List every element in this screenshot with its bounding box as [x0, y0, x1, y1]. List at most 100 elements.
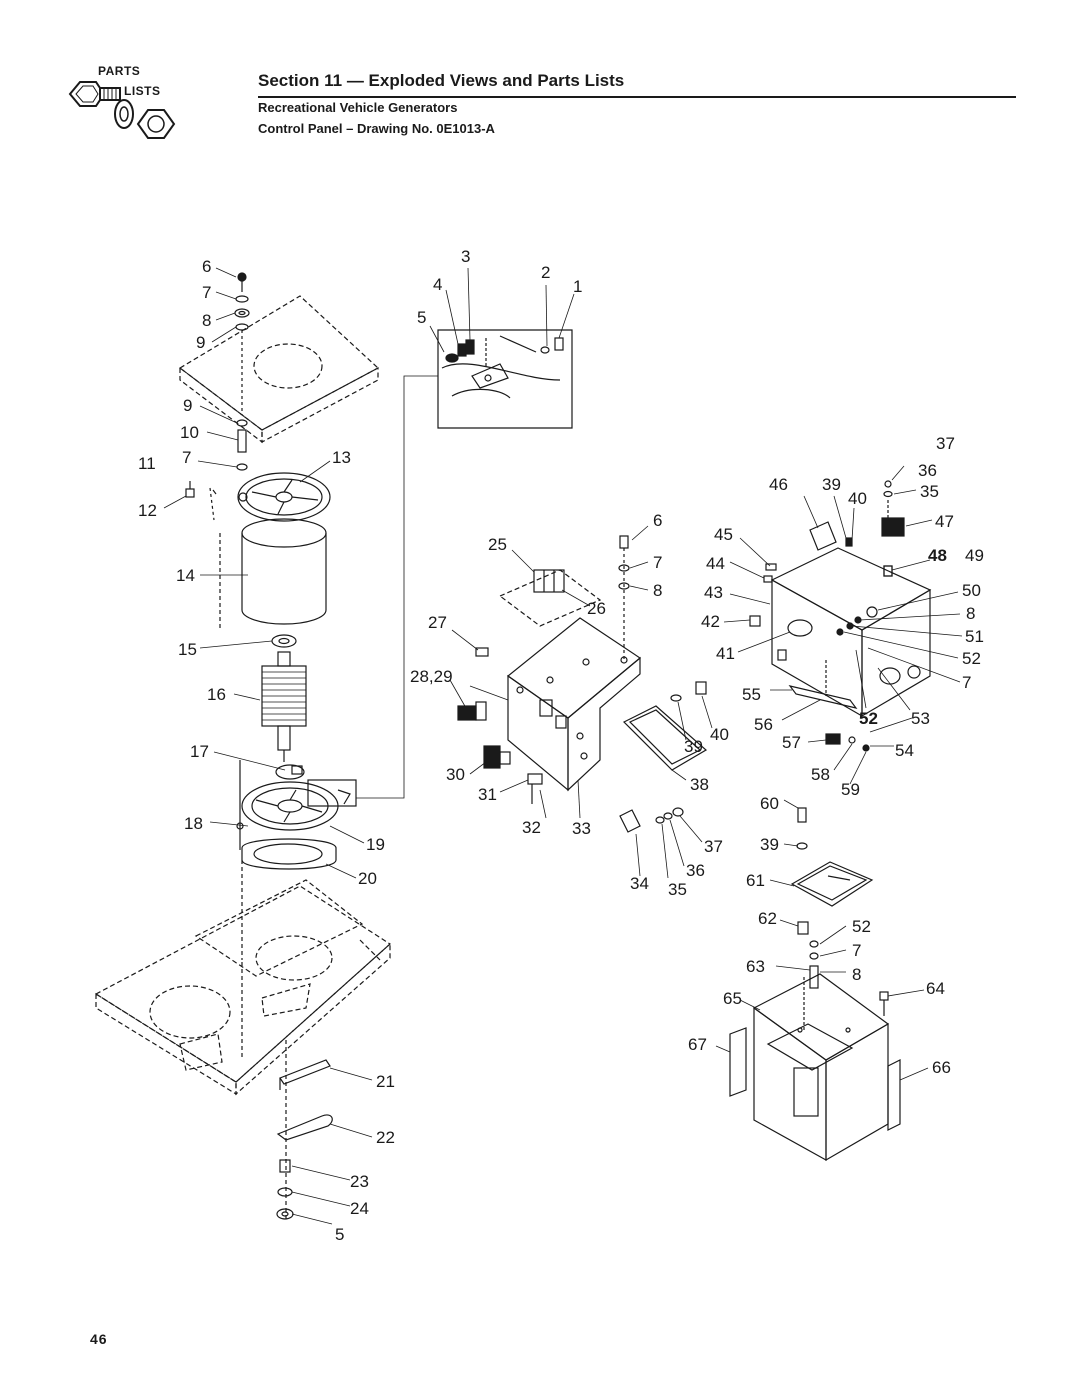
callout-5: 5	[335, 1225, 344, 1244]
callout-19: 19	[366, 835, 385, 854]
fuse-holder	[449, 679, 487, 721]
callout-16: 16	[207, 685, 226, 704]
callout-10: 10	[180, 423, 199, 442]
callout-49: 49	[965, 546, 984, 565]
callout-6: 6	[202, 257, 211, 276]
callout-14: 14	[176, 566, 195, 585]
callout-39: 39	[822, 475, 841, 494]
callout-7: 7	[182, 448, 191, 467]
end-bell-lower	[236, 760, 357, 850]
relay-46	[803, 495, 855, 551]
callout-62: 62	[758, 909, 777, 928]
callout-9: 9	[196, 333, 205, 352]
callout-48: 48	[928, 546, 947, 565]
callout-65: 65	[723, 989, 742, 1008]
callout-7: 7	[852, 941, 861, 960]
callout-36: 36	[918, 461, 937, 480]
title-rule	[258, 96, 1016, 98]
callout-22: 22	[376, 1128, 395, 1147]
subtitle-drawing: Control Panel – Drawing No. 0E1013-A	[258, 121, 495, 136]
top-plate	[178, 295, 380, 444]
panel-screw-stack	[618, 525, 649, 660]
callout-41: 41	[716, 644, 735, 663]
callout-39: 39	[684, 737, 703, 756]
callout-27: 27	[428, 613, 447, 632]
control-box	[770, 547, 932, 718]
callout-32: 32	[522, 818, 541, 837]
control-box-left-hardware	[723, 537, 813, 653]
fan	[275, 764, 305, 780]
voltage-regulator	[769, 799, 874, 907]
callout-37: 37	[704, 837, 723, 856]
callout-52: 52	[859, 709, 878, 728]
callout-38: 38	[690, 775, 709, 794]
callout-50: 50	[962, 581, 981, 600]
rotor	[261, 651, 307, 762]
callout-8: 8	[202, 311, 211, 330]
callout-44: 44	[706, 554, 725, 573]
end-bell-upper	[237, 472, 331, 522]
callout-18: 18	[184, 814, 203, 833]
brush-holder-inset	[429, 267, 575, 429]
page-number: 46	[90, 1331, 108, 1347]
control-box-right-hardware	[836, 559, 963, 711]
callout-52: 52	[962, 649, 981, 668]
inset-leader	[356, 375, 438, 799]
base-frame	[94, 879, 391, 1096]
callout-36: 36	[686, 861, 705, 880]
callout-57: 57	[782, 733, 801, 752]
callout-2: 2	[541, 263, 550, 282]
callout-9: 9	[183, 396, 192, 415]
circuit-board-cover	[622, 705, 708, 781]
callout-12: 12	[138, 501, 157, 520]
callout-25: 25	[488, 535, 507, 554]
panel-nut-40	[670, 681, 713, 741]
terminal-hardware-57	[807, 717, 913, 785]
callout-35: 35	[920, 482, 939, 501]
callout-55: 55	[742, 685, 761, 704]
page-header: PARTS LISTS Section 11 — Exploded Views …	[0, 0, 1080, 150]
callout-67: 67	[688, 1035, 707, 1054]
callout-58: 58	[811, 765, 830, 784]
callout-42: 42	[701, 612, 720, 631]
callout-40: 40	[848, 489, 867, 508]
callout-64: 64	[926, 979, 945, 998]
bracket-hardware	[185, 481, 217, 521]
callout-4: 4	[433, 275, 442, 294]
callout-numbers: 6 7 8 9 9 10 11 7 13 12 14 15 16 17 18 1…	[138, 247, 984, 1244]
callout-7: 7	[962, 673, 971, 692]
callout-30: 30	[446, 765, 465, 784]
callout-53: 53	[911, 709, 930, 728]
callout-52: 52	[852, 917, 871, 936]
bottom-hardware	[276, 1159, 294, 1220]
callout-35: 35	[668, 880, 687, 899]
subtitle-product: Recreational Vehicle Generators	[258, 100, 458, 115]
mounting-bolt-64	[879, 989, 925, 1016]
callout-8: 8	[852, 965, 861, 984]
callout-13: 13	[332, 448, 351, 467]
callout-8: 8	[966, 604, 975, 623]
control-panel-plate	[469, 569, 642, 792]
stator-housing	[219, 518, 327, 630]
relay-47	[881, 465, 933, 537]
section-title: Section 11 — Exploded Views and Parts Li…	[258, 71, 625, 90]
lower-bracket-22	[276, 1114, 333, 1141]
callout-40: 40	[710, 725, 729, 744]
callout-6: 6	[653, 511, 662, 530]
callout-59: 59	[841, 780, 860, 799]
callout-23: 23	[350, 1172, 369, 1191]
callout-39: 39	[760, 835, 779, 854]
callout-1: 1	[573, 277, 582, 296]
callout-7: 7	[202, 283, 211, 302]
callout-46: 46	[769, 475, 788, 494]
callout-5: 5	[417, 308, 426, 327]
bearing	[271, 634, 297, 648]
callout-37: 37	[936, 434, 955, 453]
control-box-enclosure	[715, 973, 929, 1162]
leader-lines-left	[163, 267, 373, 1225]
din-rail	[770, 660, 858, 721]
callout-66: 66	[932, 1058, 951, 1077]
logo-text-top: PARTS	[98, 64, 141, 78]
callout-21: 21	[376, 1072, 395, 1091]
